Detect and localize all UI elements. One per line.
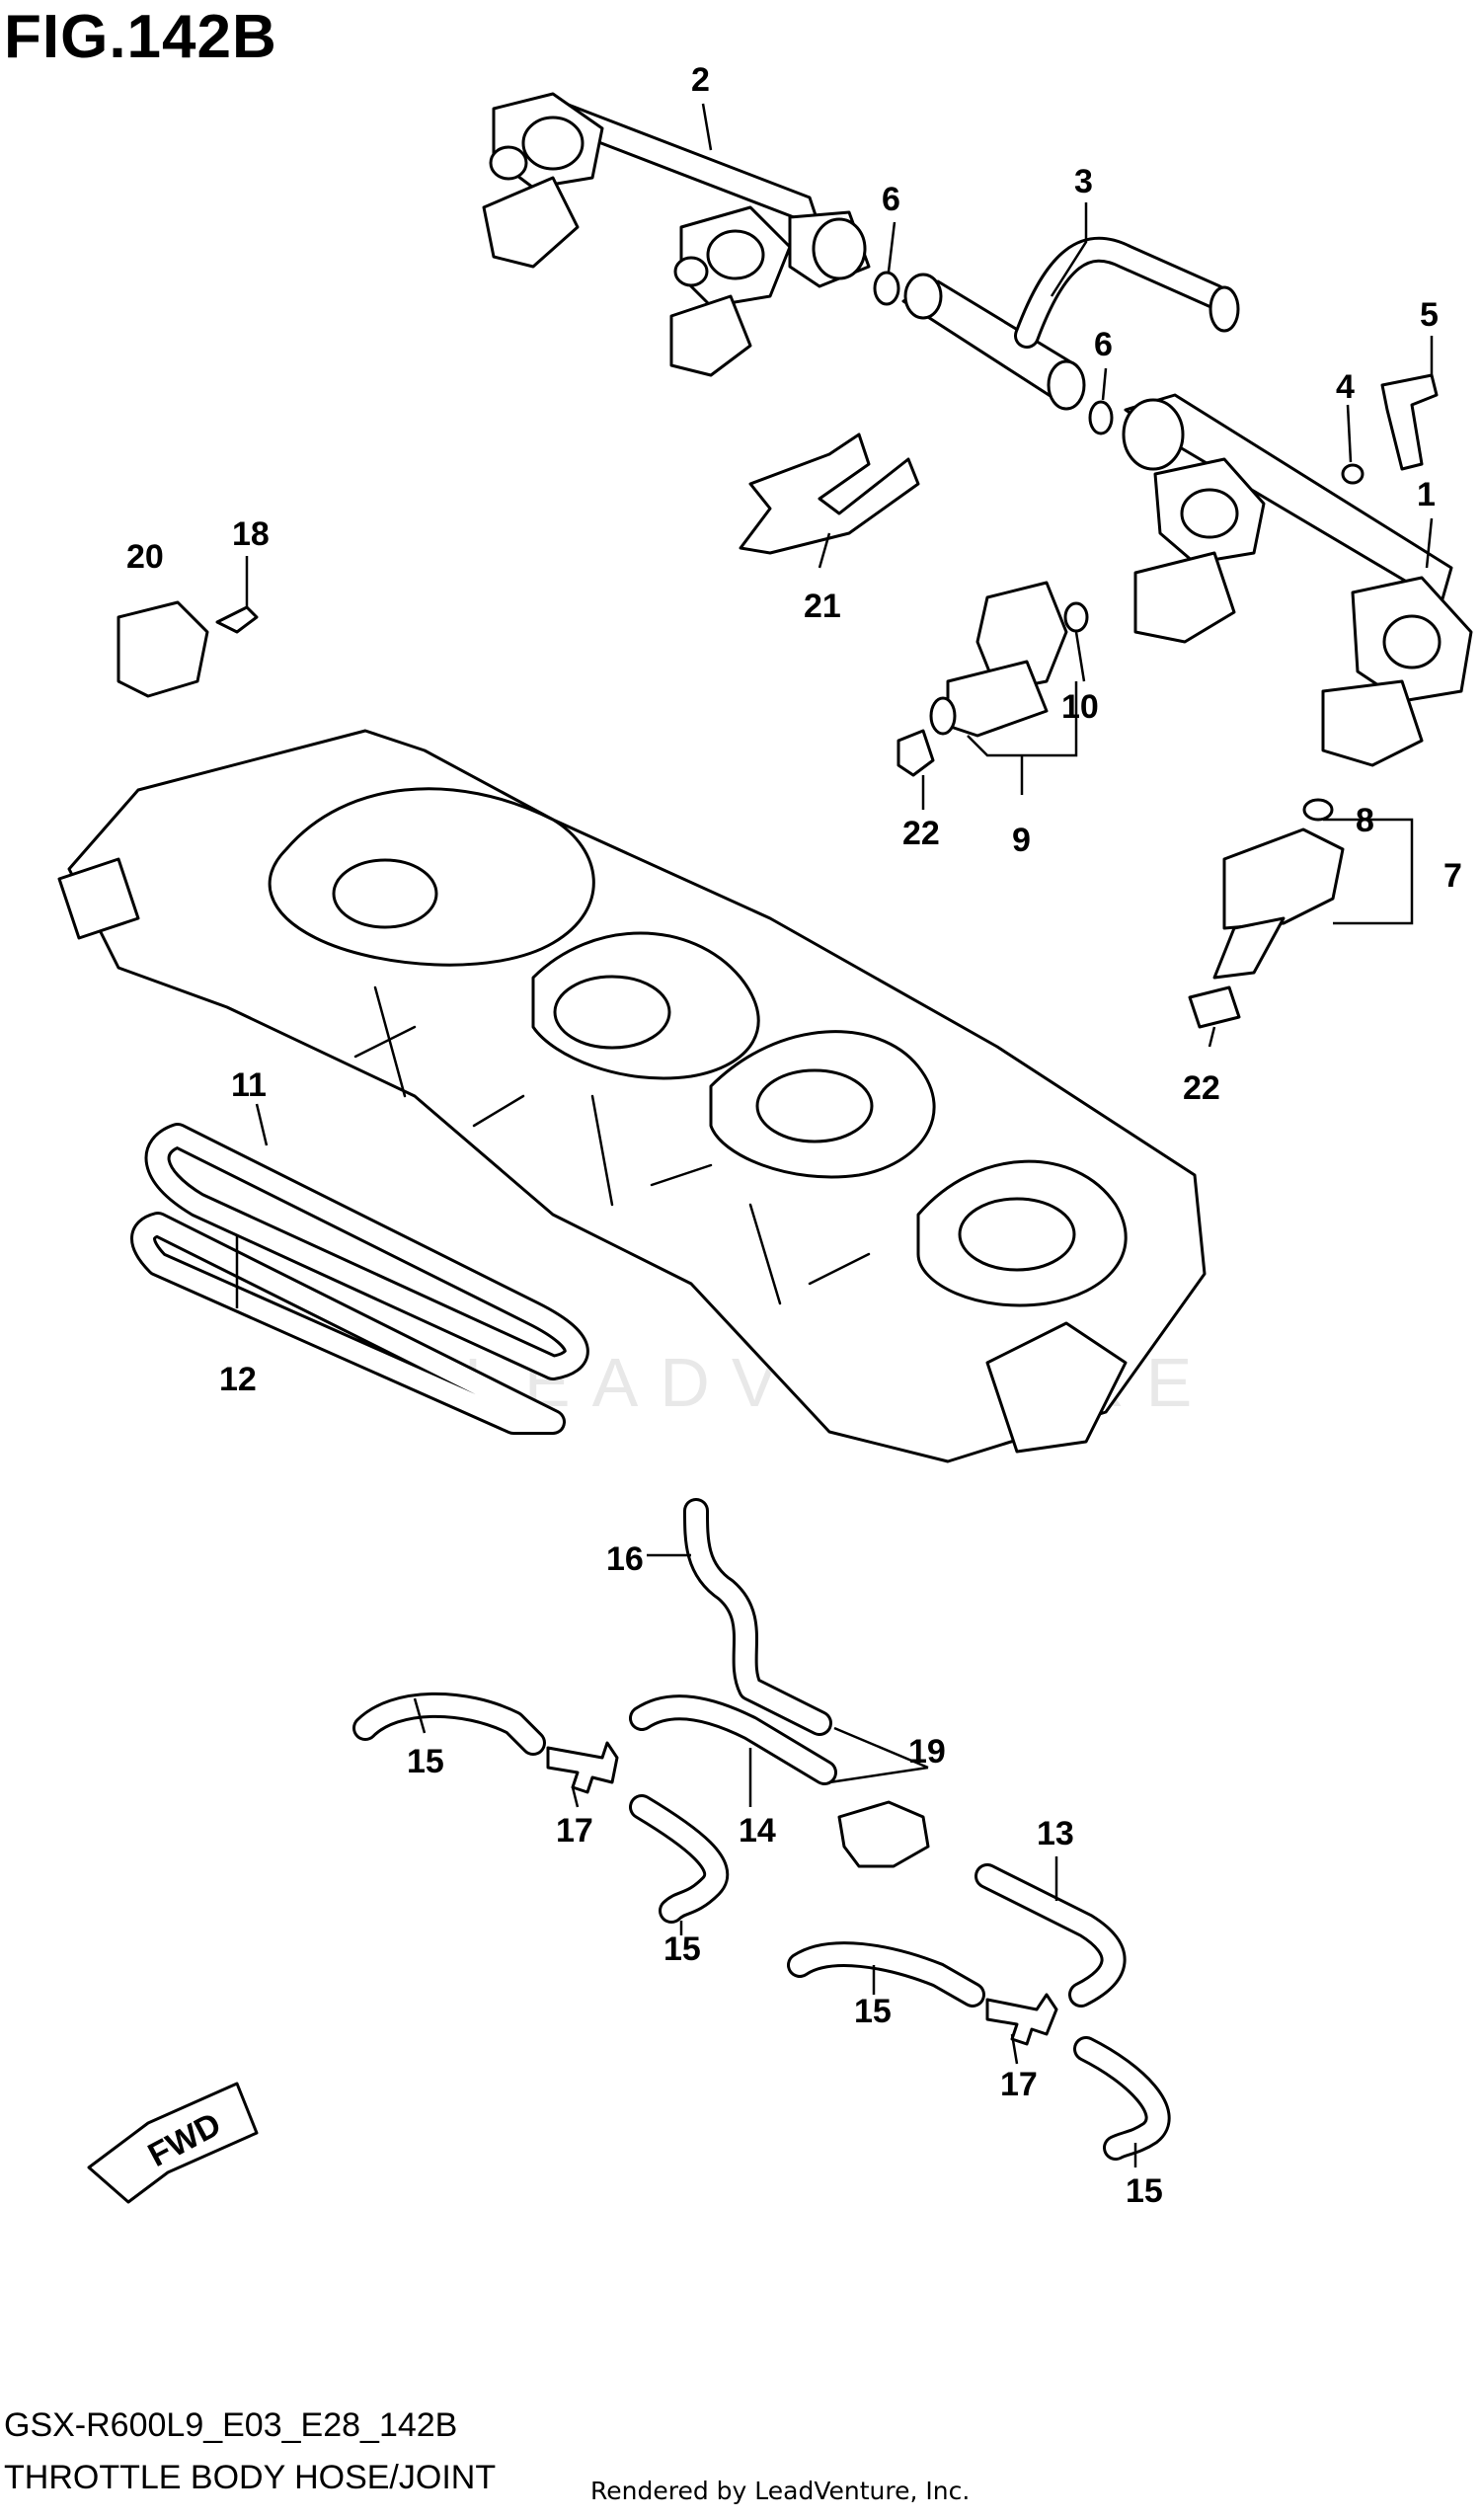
callout-22a: 22 — [902, 815, 940, 852]
callout-15c: 15 — [854, 1993, 892, 2030]
callout-21: 21 — [804, 588, 841, 625]
callout-17a: 17 — [556, 1812, 593, 1850]
callout-12: 12 — [219, 1361, 257, 1398]
fuel-injector-9[interactable] — [929, 581, 1068, 738]
fuel-delivery-pipe-2[interactable] — [482, 92, 871, 377]
callout-10: 10 — [1061, 688, 1099, 726]
o-ring-10[interactable] — [1063, 601, 1089, 633]
callout-2: 2 — [691, 61, 710, 99]
callout-1: 1 — [1417, 476, 1436, 513]
leader-lines — [235, 103, 1434, 2167]
callout-4: 4 — [1336, 368, 1355, 406]
figure-subtitle: THROTTLE BODY HOSE/JOINT — [4, 2459, 497, 2496]
rendered-by: Rendered by LeadVenture, Inc. — [590, 2477, 971, 2505]
fwd-arrow-icon: FWD — [87, 2082, 259, 2204]
washer-4[interactable] — [1341, 463, 1364, 485]
callout-15d: 15 — [1126, 2172, 1163, 2210]
callout-20: 20 — [126, 538, 164, 576]
fuel-pipe-joint-3[interactable] — [901, 236, 1240, 411]
fuel-delivery-pipe-1[interactable] — [1122, 393, 1473, 767]
callout-15a: 15 — [407, 1743, 444, 1780]
callout-14: 14 — [739, 1812, 776, 1850]
callout-19: 19 — [908, 1733, 946, 1771]
sensor-20[interactable] — [117, 600, 209, 698]
joint-17b[interactable] — [985, 1993, 1058, 2046]
figure-title: FIG.142B — [4, 3, 277, 71]
figure-code: GSX-R600L9_E03_E28_142B — [4, 2406, 458, 2444]
callout-7: 7 — [1443, 857, 1462, 895]
joint-19[interactable] — [837, 1800, 930, 1868]
callout-18: 18 — [232, 515, 270, 553]
o-ring-6a[interactable] — [873, 271, 900, 306]
screw-18[interactable] — [215, 605, 259, 634]
callout-16: 16 — [606, 1540, 644, 1578]
callout-5: 5 — [1420, 296, 1439, 334]
callout-17b: 17 — [1000, 2066, 1038, 2103]
fuel-injector-7[interactable] — [1212, 798, 1345, 980]
callout-6a: 6 — [882, 181, 900, 218]
callout-22b: 22 — [1183, 1069, 1220, 1107]
callout-13: 13 — [1037, 1815, 1074, 1852]
callout-11: 11 — [231, 1066, 267, 1104]
joint-17a[interactable] — [546, 1741, 619, 1794]
clamp-21[interactable] — [739, 433, 920, 555]
cushion-22a[interactable] — [896, 729, 935, 777]
callout-9: 9 — [1012, 822, 1031, 859]
callout-6b: 6 — [1094, 326, 1113, 363]
o-ring-6b[interactable] — [1088, 400, 1114, 435]
callout-8: 8 — [1356, 802, 1374, 839]
bolt-5[interactable] — [1380, 373, 1439, 471]
callout-labels: 2 3 6 6 5 4 1 18 20 21 10 9 8 7 22 22 11… — [126, 61, 1462, 2210]
cushion-22b[interactable] — [1188, 985, 1241, 1029]
throttle-body-assembly[interactable] — [57, 729, 1207, 1463]
callout-3: 3 — [1074, 163, 1093, 200]
callout-15b: 15 — [663, 1930, 701, 1968]
